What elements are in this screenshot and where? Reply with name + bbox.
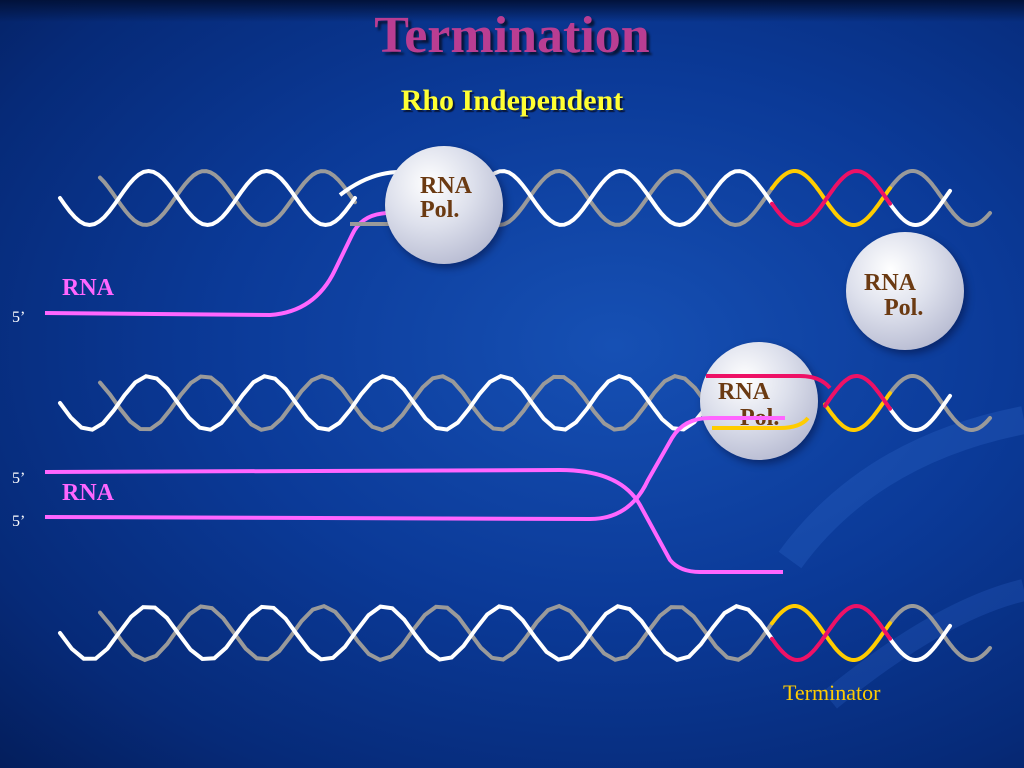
dna-strand-grey [888,169,992,228]
pol-label-2-line2: Pol. [884,295,924,321]
dna-strand-white [888,393,952,432]
dna-helix-middle [58,373,992,433]
terminator-strand-yellow [823,391,892,432]
terminator-open-strand-a [706,374,832,390]
dna-strand-grey [493,168,774,228]
terminator-strand-yellow [770,604,892,662]
terminator-strand-red [770,168,892,228]
dna-strand-white [888,623,952,662]
five-prime-label-middle-a: 5’ [12,470,26,487]
dna-helix-bottom [58,603,992,663]
pol-label-3-line1: RNA [718,379,770,405]
pol-label-1-line1: RNA [420,173,472,199]
pol-label-2-line1: RNA [864,270,916,296]
terminator-label: Terminator [783,680,881,705]
dna-strand-white [888,188,952,227]
rna-polymerase-sphere-icon [700,342,818,460]
terminator-strand-red [823,374,892,411]
dna-strand-grey [98,373,707,433]
dna-strand-grey [98,169,357,227]
rna-polymerase-sphere-icon [385,146,503,264]
dna-strand-grey [98,603,774,663]
rna-strand-middle-b [44,416,785,522]
dna-strand-grey [888,374,992,433]
dna-strand-white [58,168,357,228]
slide-title: Termination [374,7,650,64]
dna-helix-top [58,168,992,228]
dna-strand-white [493,168,774,228]
dna-strand-white [58,373,707,432]
rna-label-middle: RNA [62,480,114,506]
rna-label-top: RNA [62,275,114,301]
terminator-strand-yellow [770,169,892,227]
terminator-open-strand-b [712,416,810,430]
five-prime-label-top: 5’ [12,309,26,326]
dna-strand-grey [888,604,992,663]
rna-polymerase-sphere-icon [846,232,964,350]
terminator-strand-red [770,603,892,663]
slide-subtitle: Rho Independent [400,84,624,117]
pol-label-1-line2: Pol. [420,197,460,223]
rna-strand-middle-a [44,467,783,574]
rna-strand-top [44,211,465,318]
dna-strand-white [58,604,774,662]
five-prime-label-middle-b: 5’ [12,513,26,530]
